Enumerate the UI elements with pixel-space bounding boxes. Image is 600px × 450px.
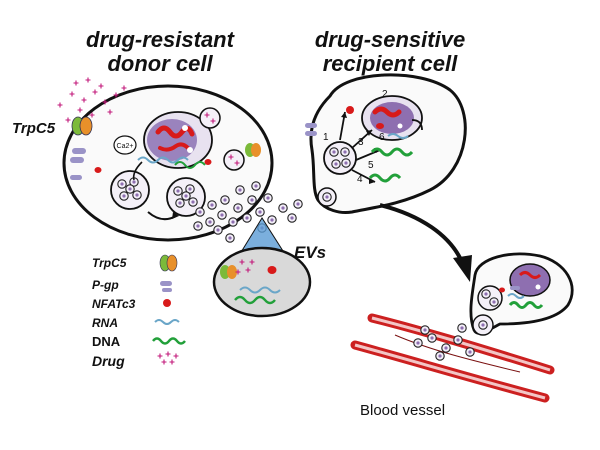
drug-icon: [156, 350, 180, 366]
blood-vessel-label: Blood vessel: [360, 402, 445, 419]
donor-dna: [174, 161, 206, 169]
rna-icon: [154, 319, 180, 325]
donor-nucleus: [143, 111, 213, 169]
donor-pgp: [70, 148, 86, 163]
legend-label-nfatc3: NFATc3: [92, 297, 136, 311]
donor-pgp-2: [70, 175, 82, 180]
pgp-icon: [160, 281, 172, 292]
evs-label: EVs: [294, 243, 326, 262]
donor-title: drug-resistant donor cell: [60, 28, 260, 76]
legend-label-drug: Drug: [92, 353, 125, 369]
recipient-title-line1: drug-sensitive: [314, 27, 466, 52]
nfatc3-icon: [163, 299, 171, 307]
recipient-mvb: [323, 141, 357, 175]
legend-label-trpc5: TrpC5: [92, 256, 127, 270]
ca-label: Ca2+: [117, 143, 134, 150]
enlarged-ev: [212, 246, 312, 318]
ca-bubble: [113, 135, 137, 155]
donor-budding-vesicles: [199, 107, 261, 171]
trpc5-channel-icon: [159, 254, 178, 272]
donor-mvb-1: [110, 170, 150, 210]
step-2: 2: [382, 89, 388, 100]
migration-arrow: [379, 203, 464, 263]
recipient-endocytosis: [317, 187, 337, 207]
donor-rna: [137, 156, 189, 164]
legend-label-dna: DNA: [92, 334, 121, 349]
dna-icon: [152, 337, 186, 345]
step-6: 6: [379, 132, 385, 143]
legend: [152, 254, 186, 366]
donor-arrow-upper: [132, 161, 143, 181]
donor-cell: Ca2+: [56, 76, 274, 242]
recipient-cell: 1 2 3 4 5 6: [305, 73, 467, 214]
trpc5-label: TrpC5: [12, 120, 56, 137]
donor-mvb-2: [166, 177, 206, 217]
legend-label-rna: RNA: [92, 316, 118, 330]
recipient-pgp: [305, 123, 317, 136]
donor-title-line1: drug-resistant: [86, 27, 234, 52]
step-1: 1: [323, 132, 329, 143]
step-4: 4: [357, 174, 363, 185]
legend-label-pgp: P-gp: [92, 278, 119, 292]
recipient-title: drug-sensitive recipient cell: [290, 28, 490, 76]
blood-vessels: [350, 313, 555, 403]
donor-title-line2: donor cell: [107, 51, 213, 76]
recipient-nucleus: [361, 95, 423, 141]
donor-trpc5-channel: [71, 116, 93, 136]
step-3: 3: [358, 137, 364, 148]
downstream-cell: [469, 252, 574, 336]
recipient-title-line2: recipient cell: [322, 51, 458, 76]
step-5: 5: [368, 160, 374, 171]
